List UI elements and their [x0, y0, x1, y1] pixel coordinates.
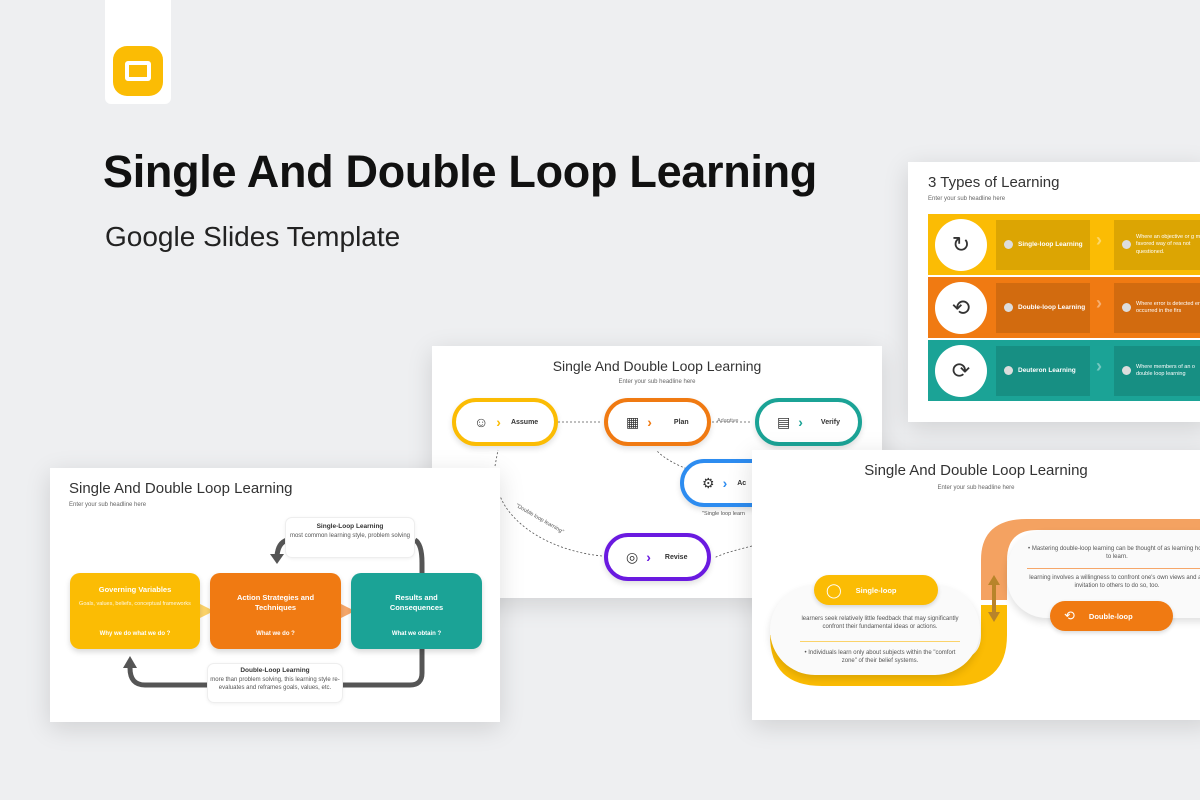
chevron-icon: ›: [646, 549, 651, 565]
double-loop-bullet: • Mastering double-loop learning can be …: [1028, 546, 1200, 561]
box-question: What we obtain ?: [391, 631, 442, 637]
logo-tile: [105, 0, 171, 104]
callout-title: Double-Loop Learning: [240, 667, 310, 674]
document-check-icon: ▤: [777, 413, 791, 430]
type-row: ⟲ Double-loop Learning › Where error is …: [928, 277, 1200, 338]
type-desc: Where error is detected error occurred i…: [1136, 300, 1200, 314]
double-loop-callout: Double-Loop Learning more than problem so…: [207, 663, 343, 703]
double-loop-text: learning involves a willingness to confr…: [1029, 575, 1200, 590]
callout-desc: more than problem solving, this learning…: [210, 676, 340, 691]
box-desc: Goals, values, beliefs, conceptual frame…: [79, 600, 191, 607]
callout-title: Single-Loop Learning: [316, 523, 384, 530]
double-loop-label: Double-loop: [1088, 611, 1133, 621]
hero-subtitle: Google Slides Template: [105, 221, 401, 252]
person-question-icon: ☺: [474, 414, 489, 430]
slide-subtitle: Enter your sub headline here: [928, 196, 1006, 202]
single-loop-callout: Single-Loop Learning most common learning…: [285, 517, 415, 558]
type-label: Double-loop Learning: [1018, 303, 1086, 311]
type-row: ⟳ Deuteron Learning › Where members of a…: [928, 340, 1200, 401]
type-desc: Where members of an o double loop learni…: [1136, 363, 1195, 377]
double-loop-icon: ⟲: [935, 282, 987, 334]
single-loop-note: "Single loop learn: [702, 511, 745, 517]
step-revise[interactable]: ◎ › Revise: [604, 533, 711, 581]
chevron-icon: ›: [1096, 356, 1102, 376]
double-loop-icon: ⟲: [1064, 608, 1075, 623]
box-title: Governing Variables: [98, 585, 172, 594]
type-label: Single-loop Learning: [1018, 240, 1083, 248]
step-label: Verify: [820, 418, 840, 426]
step-label: Revise: [664, 553, 688, 561]
single-loop-bullet: • Individuals learn only about subjects …: [804, 650, 956, 665]
whiteboard-icon: ▦: [626, 413, 640, 430]
box-question: What we do ?: [256, 631, 295, 637]
single-loop-text: learners seek relatively little feedback…: [801, 616, 959, 631]
chevron-icon: ›: [647, 414, 652, 430]
type-label: Deuteron Learning: [1018, 366, 1076, 374]
step-label: Assume: [510, 418, 539, 426]
chevron-icon: ›: [496, 414, 501, 430]
slide-thumbnail-flow[interactable]: Single And Double Loop Learning Enter yo…: [50, 468, 500, 722]
type-desc: Where an objective or g most favored way…: [1136, 233, 1200, 255]
chevron-icon: ›: [1096, 230, 1102, 250]
slide-title: Single And Double Loop Learning: [864, 462, 1088, 479]
double-loop-pill: ⟲ Double-loop: [1050, 601, 1173, 631]
governing-variables-box: Governing Variables Goals, values, belie…: [70, 573, 200, 649]
slide-title: Single And Double Loop Learning: [69, 480, 293, 497]
box-title: Results and Consequences: [389, 593, 444, 612]
slide-title: Single And Double Loop Learning: [552, 358, 762, 374]
callout-desc: most common learning style, problem solv…: [289, 532, 411, 539]
slide-subtitle: Enter your sub headline here: [618, 379, 696, 385]
chevron-icon: ›: [798, 414, 803, 430]
growth-gears-icon: ⚙: [702, 474, 715, 491]
results-box: Results and Consequences What we obtain …: [351, 573, 482, 649]
cycle-arrows-icon: ⟳: [935, 345, 987, 397]
step-label: Plan: [673, 418, 689, 426]
single-loop-label: Single-loop: [855, 585, 897, 595]
step-plan[interactable]: ▦ › Plan: [604, 398, 711, 446]
target-icon: ◎: [626, 548, 639, 565]
chevron-icon: ›: [1096, 293, 1102, 313]
slide-thumbnail-types[interactable]: 3 Types of Learning Enter your sub headl…: [908, 162, 1200, 422]
loop-arrow-icon: ◯: [826, 581, 842, 598]
type-row: ↻ Single-loop Learning › Where an object…: [928, 214, 1200, 275]
box-question: Why we do what we do ?: [99, 631, 171, 637]
action-strategies-box: Action Strategies and Techniques What we…: [210, 573, 341, 649]
google-slides-icon: [113, 46, 163, 96]
slide-title: 3 Types of Learning: [928, 174, 1060, 191]
slide-thumbnail-wave[interactable]: Single And Double Loop Learning Enter yo…: [752, 450, 1200, 720]
chevron-icon: ›: [722, 475, 728, 491]
box-title: Action Strategies and Techniques: [236, 593, 315, 612]
step-label: Ac: [737, 479, 747, 487]
slide-subtitle: Enter your sub headline here: [69, 502, 147, 508]
adaptive-label: Adaptive: [717, 418, 739, 424]
step-verify[interactable]: ▤ › Verify: [755, 398, 862, 446]
single-loop-pill: ◯ Single-loop: [814, 575, 938, 605]
hero-title: Single And Double Loop Learning: [103, 146, 817, 197]
loop-arrow-icon: ↻: [935, 219, 987, 271]
step-assume[interactable]: ☺ › Assume: [452, 398, 558, 446]
slide-subtitle: Enter your sub headline here: [937, 485, 1015, 491]
